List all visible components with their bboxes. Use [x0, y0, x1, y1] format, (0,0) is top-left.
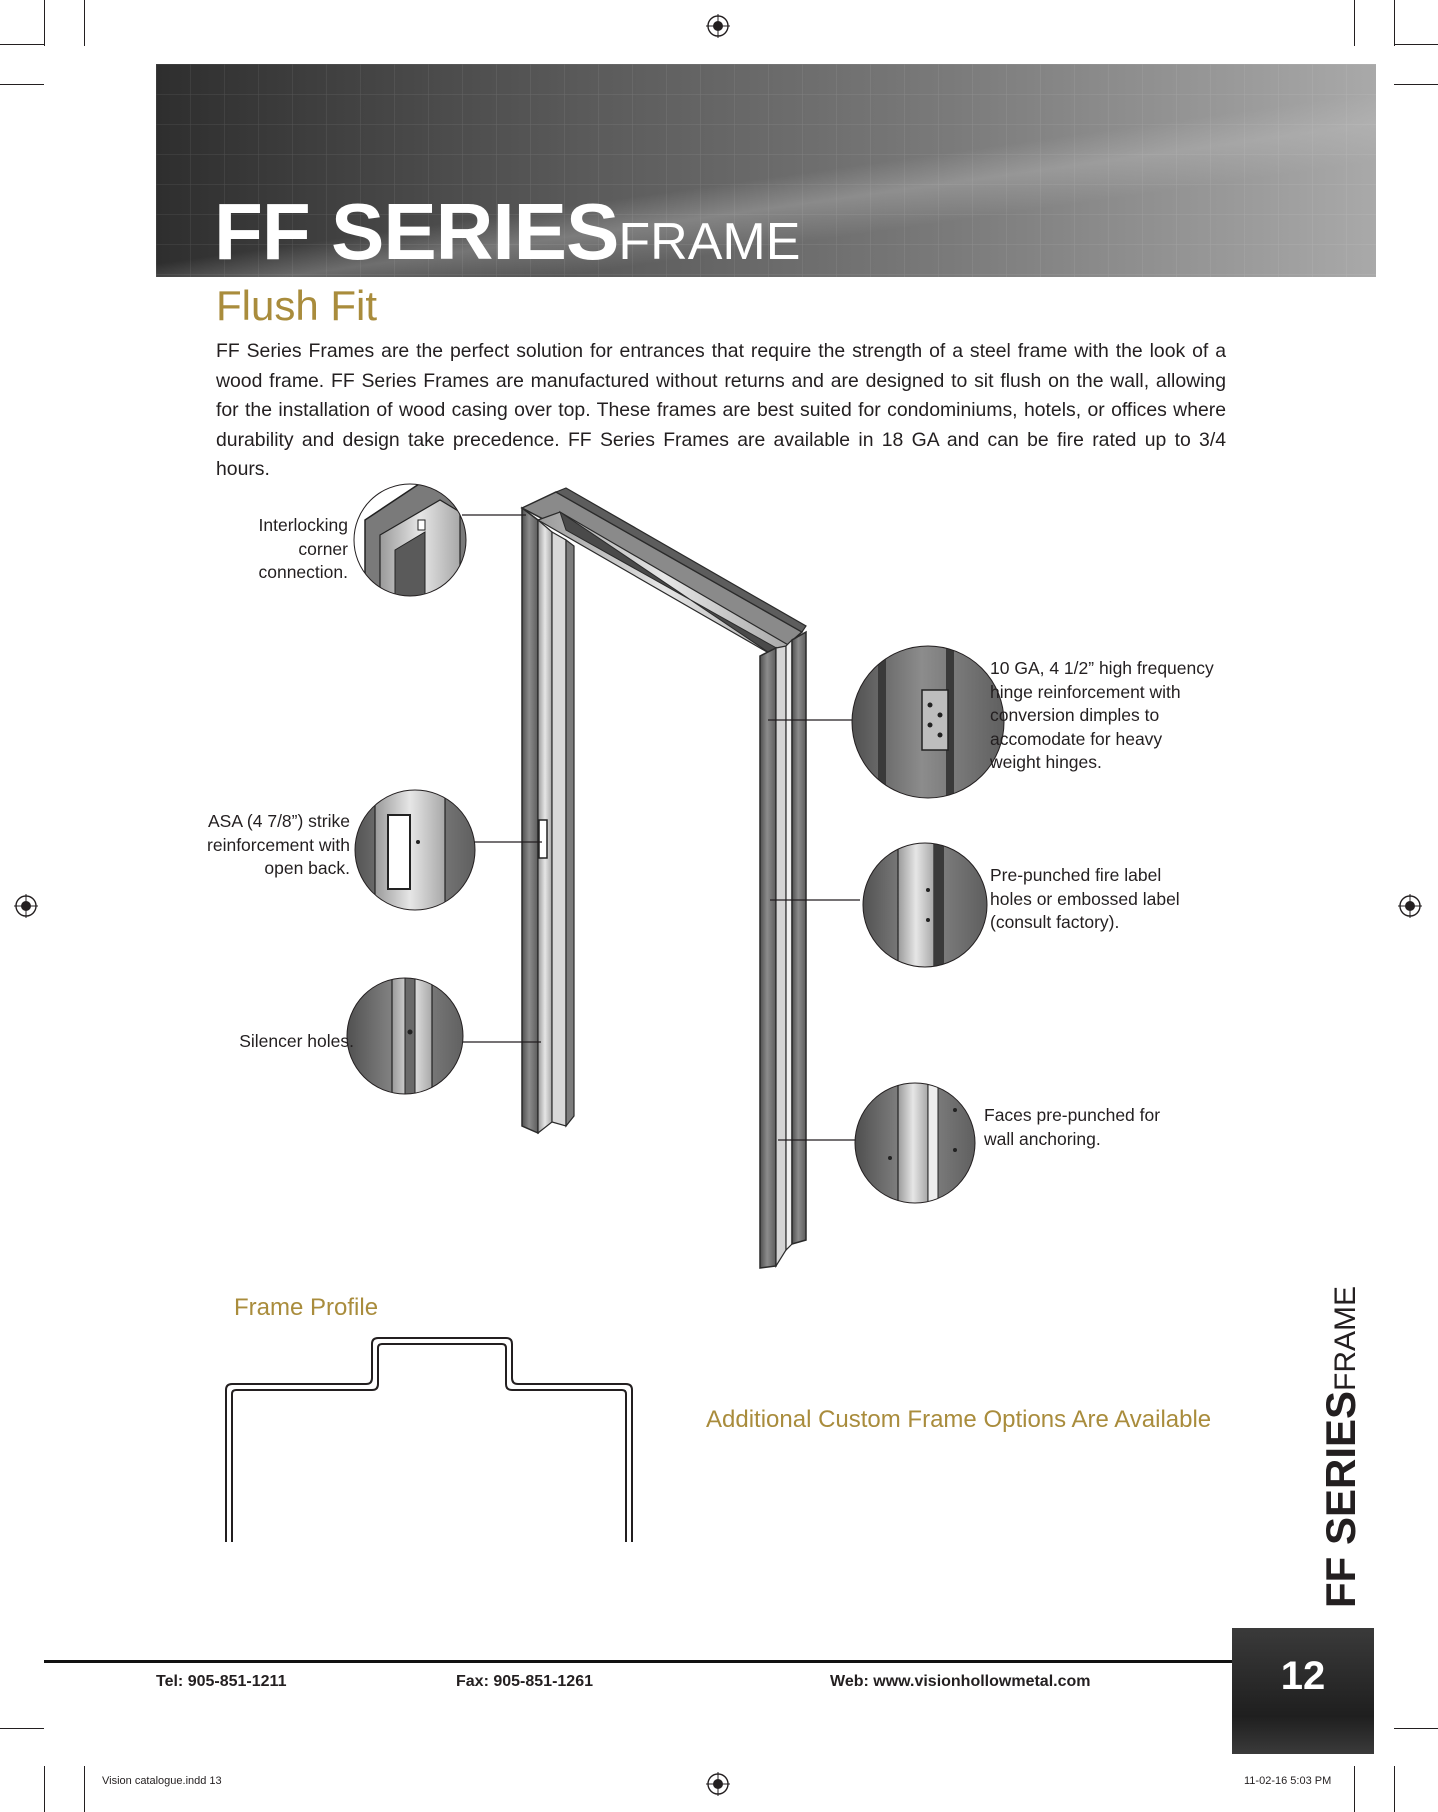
crop-mark-icon [1394, 84, 1438, 85]
crop-mark-icon [1394, 1728, 1438, 1729]
callout-fire-label: Pre-punched fire label holes or embossed… [990, 864, 1230, 935]
callout-line: Silencer holes. [239, 1031, 354, 1051]
callout-line: connection. [258, 562, 348, 582]
callout-line: hinge reinforcement with [990, 681, 1181, 702]
page-subtitle: Flush Fit [216, 282, 378, 329]
footer-rule [44, 1660, 1234, 1663]
callout-line: Faces pre-punched for [984, 1105, 1161, 1125]
crop-mark-icon [1394, 44, 1438, 45]
left-jamb [521, 506, 575, 1135]
crop-mark-icon [84, 0, 85, 46]
detail-corner-connection [354, 484, 466, 596]
page-title: FF SERIESFRAME [214, 192, 800, 272]
detail-fire-label-holes [863, 843, 987, 967]
title-light: FRAME [618, 213, 801, 271]
crop-mark-icon [0, 44, 44, 45]
registration-mark-icon [14, 894, 38, 918]
callout-hinge-reinforcement: 10 GA, 4 1/2” high frequency hinge reinf… [990, 657, 1250, 775]
callout-line: open back. [264, 858, 350, 878]
intro-paragraph: FF Series Frames are the perfect solutio… [216, 340, 1226, 480]
callout-line: reinforcement with [207, 834, 350, 855]
callout-line: Pre-punched fire label [990, 865, 1162, 885]
crop-mark-icon [0, 84, 44, 85]
right-jamb [759, 630, 807, 1269]
detail-strike-reinforcement [355, 790, 475, 910]
callout-line: accomodate for heavy [990, 728, 1163, 749]
callout-line: weight hinges. [990, 752, 1102, 772]
crop-mark-icon [0, 1728, 44, 1729]
crop-mark-icon [1354, 0, 1355, 46]
header-banner: FF SERIESFRAME [156, 64, 1376, 277]
side-title-light: FRAME [1329, 1285, 1362, 1391]
crop-mark-icon [1394, 0, 1395, 46]
footer-tel: Tel: 905-851-1211 [156, 1673, 287, 1690]
callout-line: holes or embossed label [990, 888, 1180, 909]
detail-hinge-reinforcement [852, 646, 1004, 798]
banner-tile-texture [156, 64, 1376, 277]
callout-line: ASA (4 7/8”) strike [208, 811, 350, 831]
crop-mark-icon [84, 1766, 85, 1812]
page-number: 12 [1280, 1654, 1326, 1698]
callout-line: (consult factory). [990, 912, 1120, 932]
registration-mark-icon [706, 1772, 730, 1796]
callout-silencer-holes: Silencer holes. [190, 1030, 354, 1054]
title-bold: FF SERIES [214, 187, 619, 276]
side-title: FF SERIESFRAME [1317, 1285, 1364, 1608]
crop-mark-icon [1394, 1766, 1395, 1812]
callout-corner-connection: Interlocking corner connection. [190, 514, 348, 585]
callout-strike-reinforcement: ASA (4 7/8”) strike reinforcement with o… [160, 810, 350, 881]
frame-header [520, 487, 807, 657]
callout-line: Interlocking [258, 515, 349, 535]
crop-mark-icon [1354, 1766, 1355, 1812]
callout-line: conversion dimples to [990, 705, 1160, 725]
detail-wall-anchoring [855, 1083, 975, 1203]
footer-web[interactable]: Web: www.visionhollowmetal.com [830, 1673, 1091, 1690]
slug-file-name: Vision catalogue.indd 13 [102, 1775, 222, 1787]
frame-profile-drawing [225, 1337, 633, 1542]
footer-fax: Fax: 905-851-1261 [456, 1673, 593, 1690]
detail-silencer-holes [347, 978, 463, 1094]
custom-options-note: Additional Custom Frame Options Are Avai… [706, 1406, 1212, 1433]
registration-mark-icon [1398, 894, 1422, 918]
callout-line: corner [298, 538, 348, 559]
side-title-bold: FF SERIES [1317, 1390, 1364, 1608]
slug-date: 11-02-16 5:03 PM [1244, 1775, 1332, 1787]
crop-mark-icon [44, 1766, 45, 1812]
callout-line: 10 GA, 4 1/2” high frequency [990, 658, 1214, 678]
registration-mark-icon [706, 14, 730, 38]
callout-line: wall anchoring. [984, 1128, 1101, 1149]
crop-mark-icon [44, 0, 45, 46]
page-number-box: 12 [1232, 1628, 1374, 1754]
callout-wall-anchoring: Faces pre-punched for wall anchoring. [984, 1104, 1224, 1151]
frame-profile-title: Frame Profile [234, 1294, 379, 1321]
